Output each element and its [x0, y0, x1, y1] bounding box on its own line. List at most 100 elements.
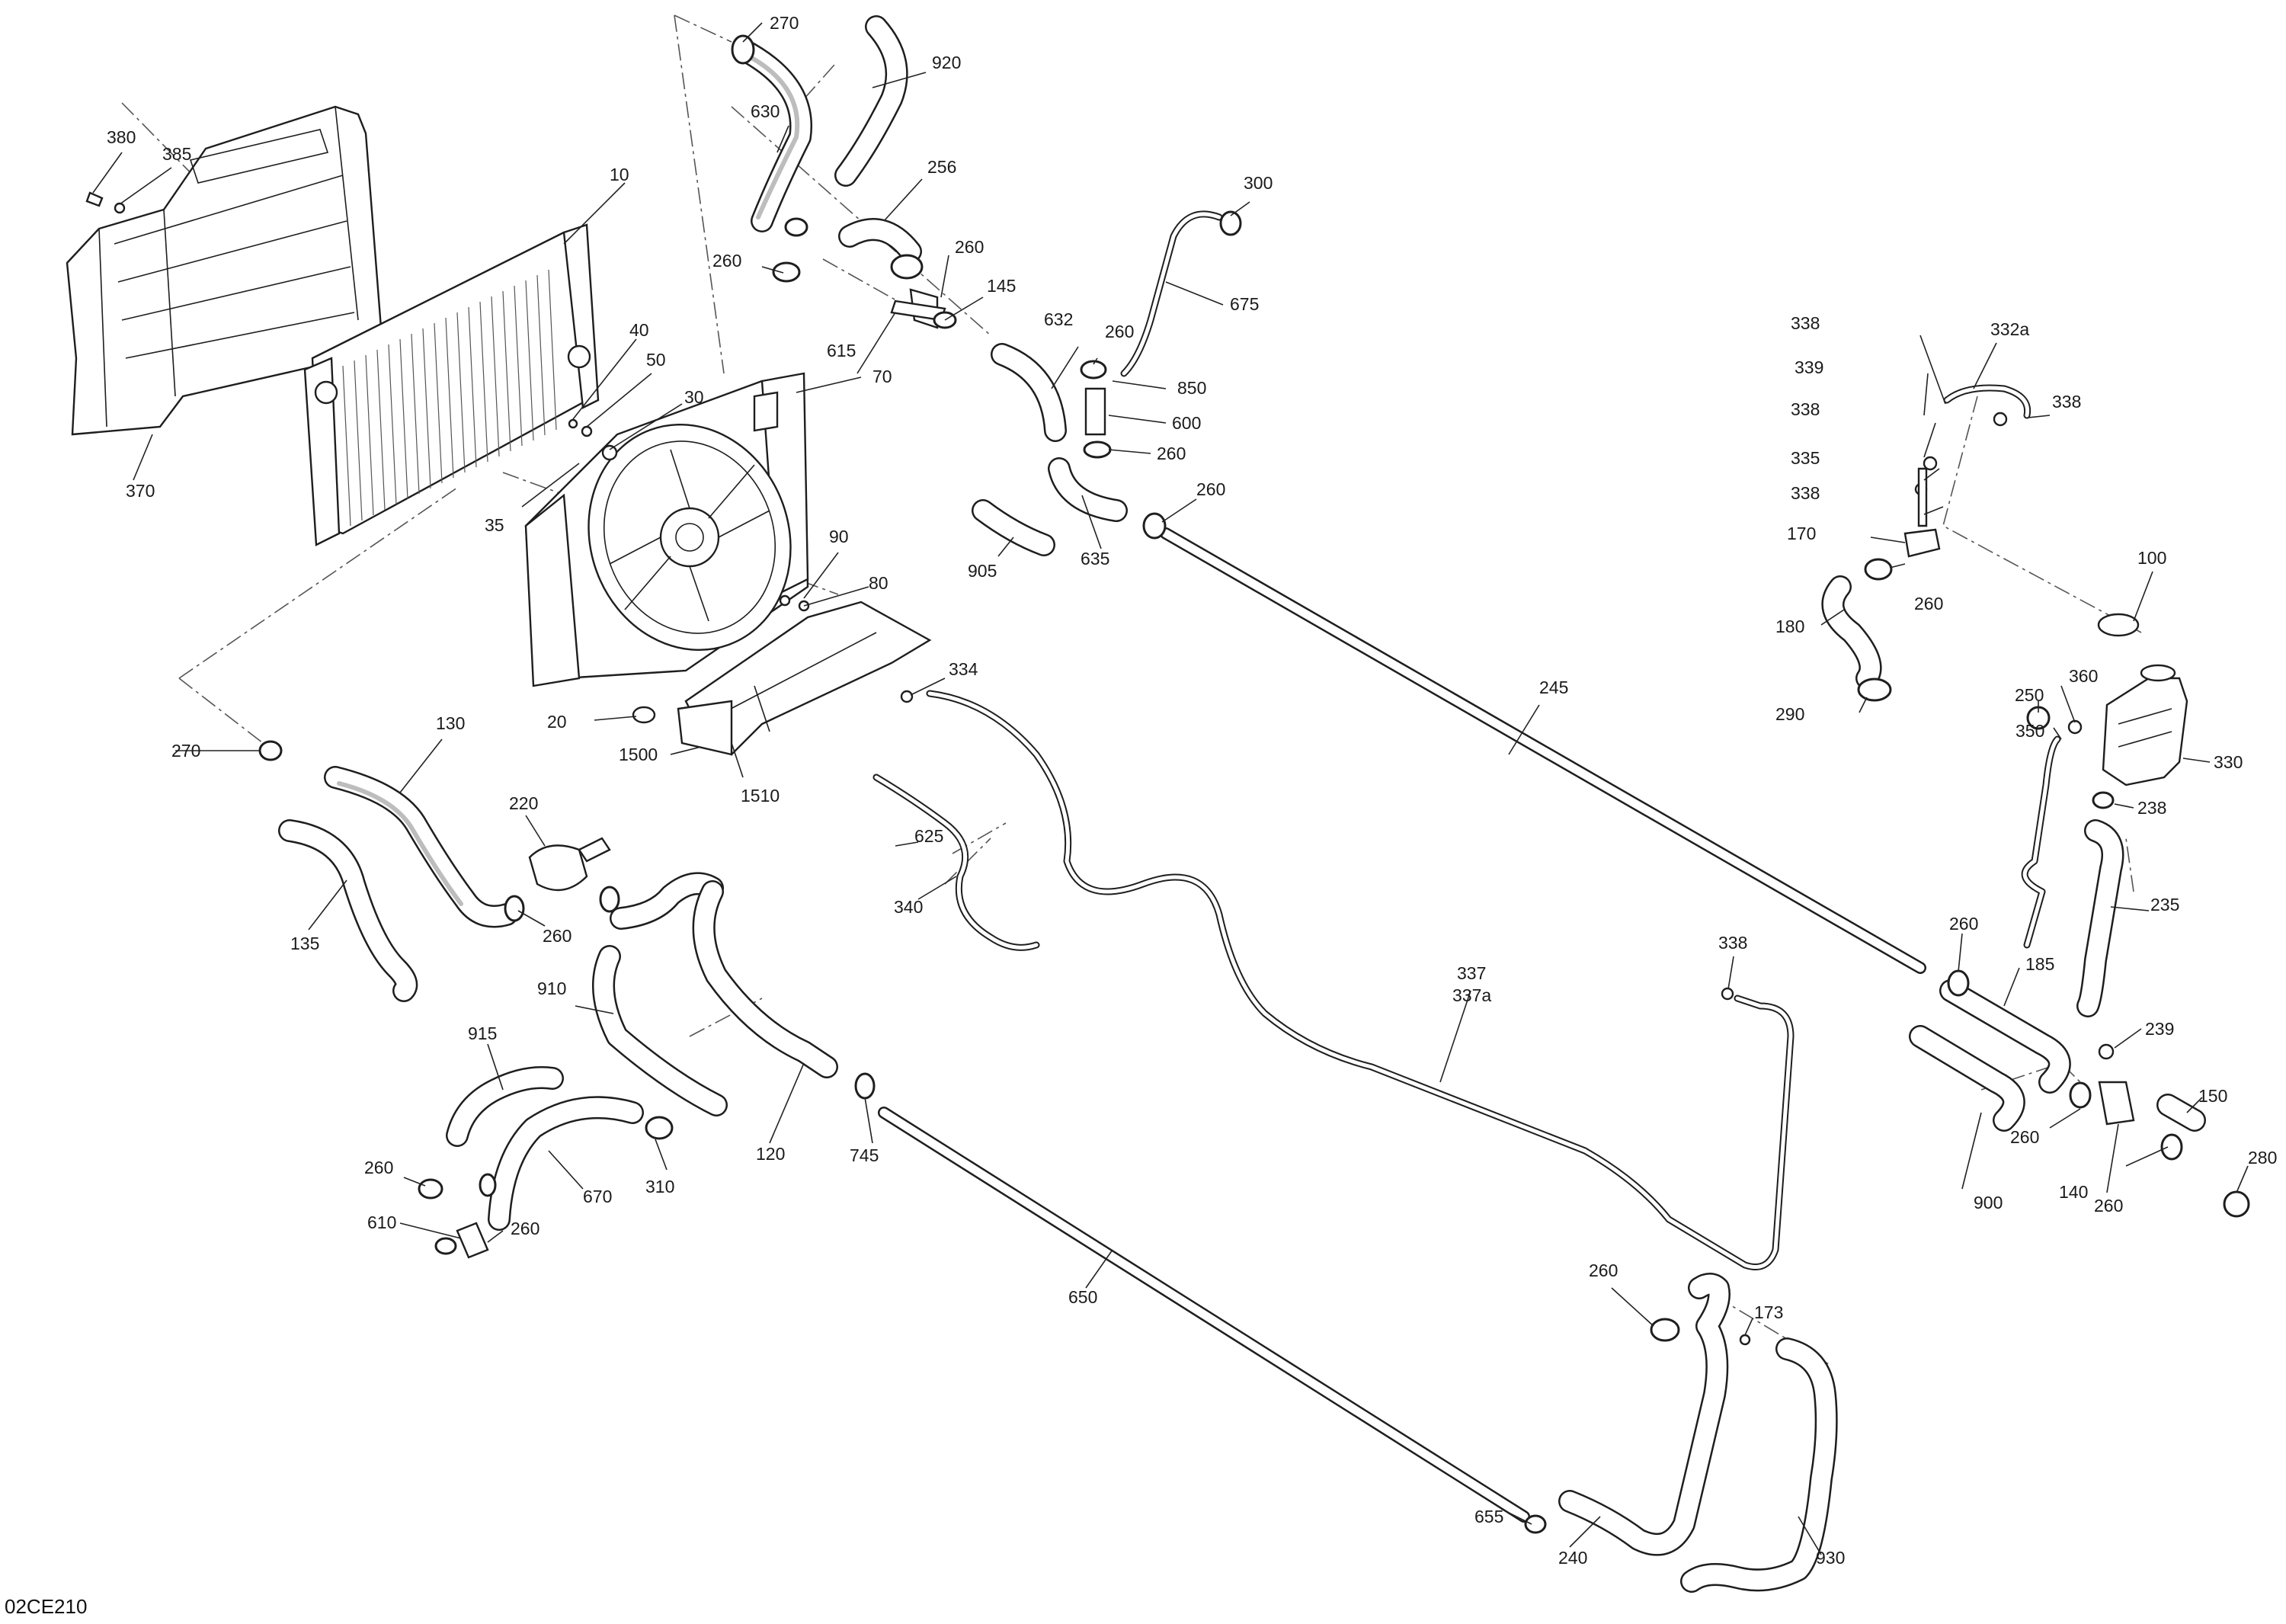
callout-615: 615	[827, 341, 856, 360]
callout-338-right: 338	[2052, 392, 2081, 412]
callout-238: 238	[2137, 798, 2166, 818]
radiator-fins	[342, 269, 557, 527]
callout-260-e: 260	[1196, 479, 1225, 499]
callout-labels: 380 385 10 370 40 50 30 35 70 90 80 20 1…	[107, 13, 2277, 1568]
lower-right-hoses	[1558, 384, 2206, 1593]
callout-220: 220	[509, 793, 538, 813]
callout-50: 50	[646, 350, 666, 370]
callout-332a: 332a	[1990, 319, 2029, 339]
coolant-reservoir	[2097, 613, 2188, 786]
callout-290: 290	[1775, 704, 1804, 724]
callout-310: 310	[645, 1177, 674, 1196]
callout-270-top: 270	[770, 13, 799, 33]
callout-360: 360	[2069, 666, 2098, 686]
callout-370: 370	[126, 481, 155, 501]
lower-left-hoses	[278, 766, 1040, 1231]
callout-338-c: 338	[1791, 483, 1820, 503]
callout-90: 90	[829, 527, 849, 546]
callout-40: 40	[629, 320, 649, 340]
callout-300: 300	[1244, 173, 1273, 193]
callout-260-c: 260	[1105, 322, 1134, 341]
callout-339: 339	[1795, 357, 1823, 377]
callout-337: 337	[1457, 963, 1486, 983]
callout-610: 610	[367, 1212, 396, 1232]
callout-10: 10	[610, 165, 629, 184]
callout-256: 256	[927, 157, 956, 177]
callout-650: 650	[1068, 1287, 1097, 1307]
callout-80: 80	[869, 573, 888, 593]
callout-185: 185	[2025, 954, 2054, 974]
small-hardware	[85, 191, 2115, 1346]
callout-100: 100	[2137, 548, 2166, 568]
callout-340: 340	[894, 897, 923, 917]
callout-240: 240	[1558, 1548, 1587, 1568]
callout-145: 145	[987, 276, 1016, 296]
callout-260-d: 260	[1157, 444, 1186, 463]
callout-655: 655	[1474, 1507, 1503, 1526]
callout-130: 130	[436, 713, 465, 733]
diagram-code-label: 02CE210	[5, 1595, 88, 1618]
callout-260-l: 260	[2094, 1196, 2123, 1216]
callout-625: 625	[914, 826, 943, 846]
callout-120: 120	[756, 1144, 785, 1164]
radiator-shroud	[66, 105, 383, 436]
callout-850: 850	[1177, 378, 1206, 398]
callout-260-f: 260	[543, 926, 572, 946]
callout-260-g: 260	[364, 1158, 393, 1177]
callout-338-mid: 338	[1718, 933, 1747, 953]
callout-632: 632	[1044, 309, 1073, 329]
callout-630: 630	[751, 101, 780, 121]
callout-675: 675	[1230, 294, 1259, 314]
callout-135: 135	[290, 934, 319, 953]
callout-334: 334	[949, 659, 978, 679]
callout-350: 350	[2015, 721, 2044, 741]
callout-260-b: 260	[955, 237, 984, 257]
callout-260-h: 260	[511, 1219, 539, 1238]
callout-330: 330	[2214, 752, 2243, 772]
callout-920: 920	[932, 53, 961, 72]
callout-180: 180	[1775, 617, 1804, 636]
callout-270-left: 270	[171, 741, 200, 761]
callout-1510: 1510	[741, 786, 780, 806]
callout-670: 670	[583, 1187, 612, 1206]
callout-250: 250	[2015, 685, 2044, 705]
callout-600: 600	[1172, 413, 1201, 433]
callout-635: 635	[1081, 549, 1109, 569]
callout-930: 930	[1816, 1548, 1845, 1568]
callout-915: 915	[468, 1023, 497, 1043]
callout-140: 140	[2059, 1182, 2088, 1202]
callout-173: 173	[1754, 1302, 1783, 1322]
upper-hoses	[732, 15, 1882, 690]
callout-70: 70	[872, 367, 892, 386]
callout-338-b: 338	[1791, 399, 1820, 419]
callout-260-j: 260	[1914, 594, 1943, 613]
callout-260-m: 260	[2010, 1127, 2039, 1147]
long-tubes	[878, 527, 1926, 1523]
callout-385: 385	[162, 144, 191, 164]
callout-30: 30	[684, 387, 704, 407]
callout-910: 910	[537, 979, 566, 998]
fan-mounting-bracket	[677, 601, 932, 756]
callout-35: 35	[485, 515, 504, 535]
callout-260-k: 260	[1949, 914, 1978, 934]
callout-245: 245	[1539, 677, 1568, 697]
callout-745: 745	[850, 1145, 879, 1165]
leader-lines	[92, 22, 2249, 1555]
callout-170: 170	[1787, 524, 1816, 543]
callout-260-a: 260	[712, 251, 741, 271]
callout-235: 235	[2150, 895, 2179, 915]
callout-905: 905	[968, 561, 997, 581]
hose-clamps	[258, 34, 2250, 1534]
radiator	[303, 223, 600, 546]
callout-338-top: 338	[1791, 313, 1820, 333]
callout-20: 20	[547, 712, 567, 732]
callout-260-i: 260	[1589, 1260, 1618, 1280]
callout-380: 380	[107, 127, 136, 147]
callout-900: 900	[1974, 1193, 2003, 1212]
callout-337a: 337a	[1452, 985, 1491, 1005]
callout-1500: 1500	[619, 745, 658, 764]
callout-150: 150	[2198, 1086, 2227, 1106]
fan-assembly	[524, 372, 809, 687]
fittings	[456, 288, 2135, 1259]
